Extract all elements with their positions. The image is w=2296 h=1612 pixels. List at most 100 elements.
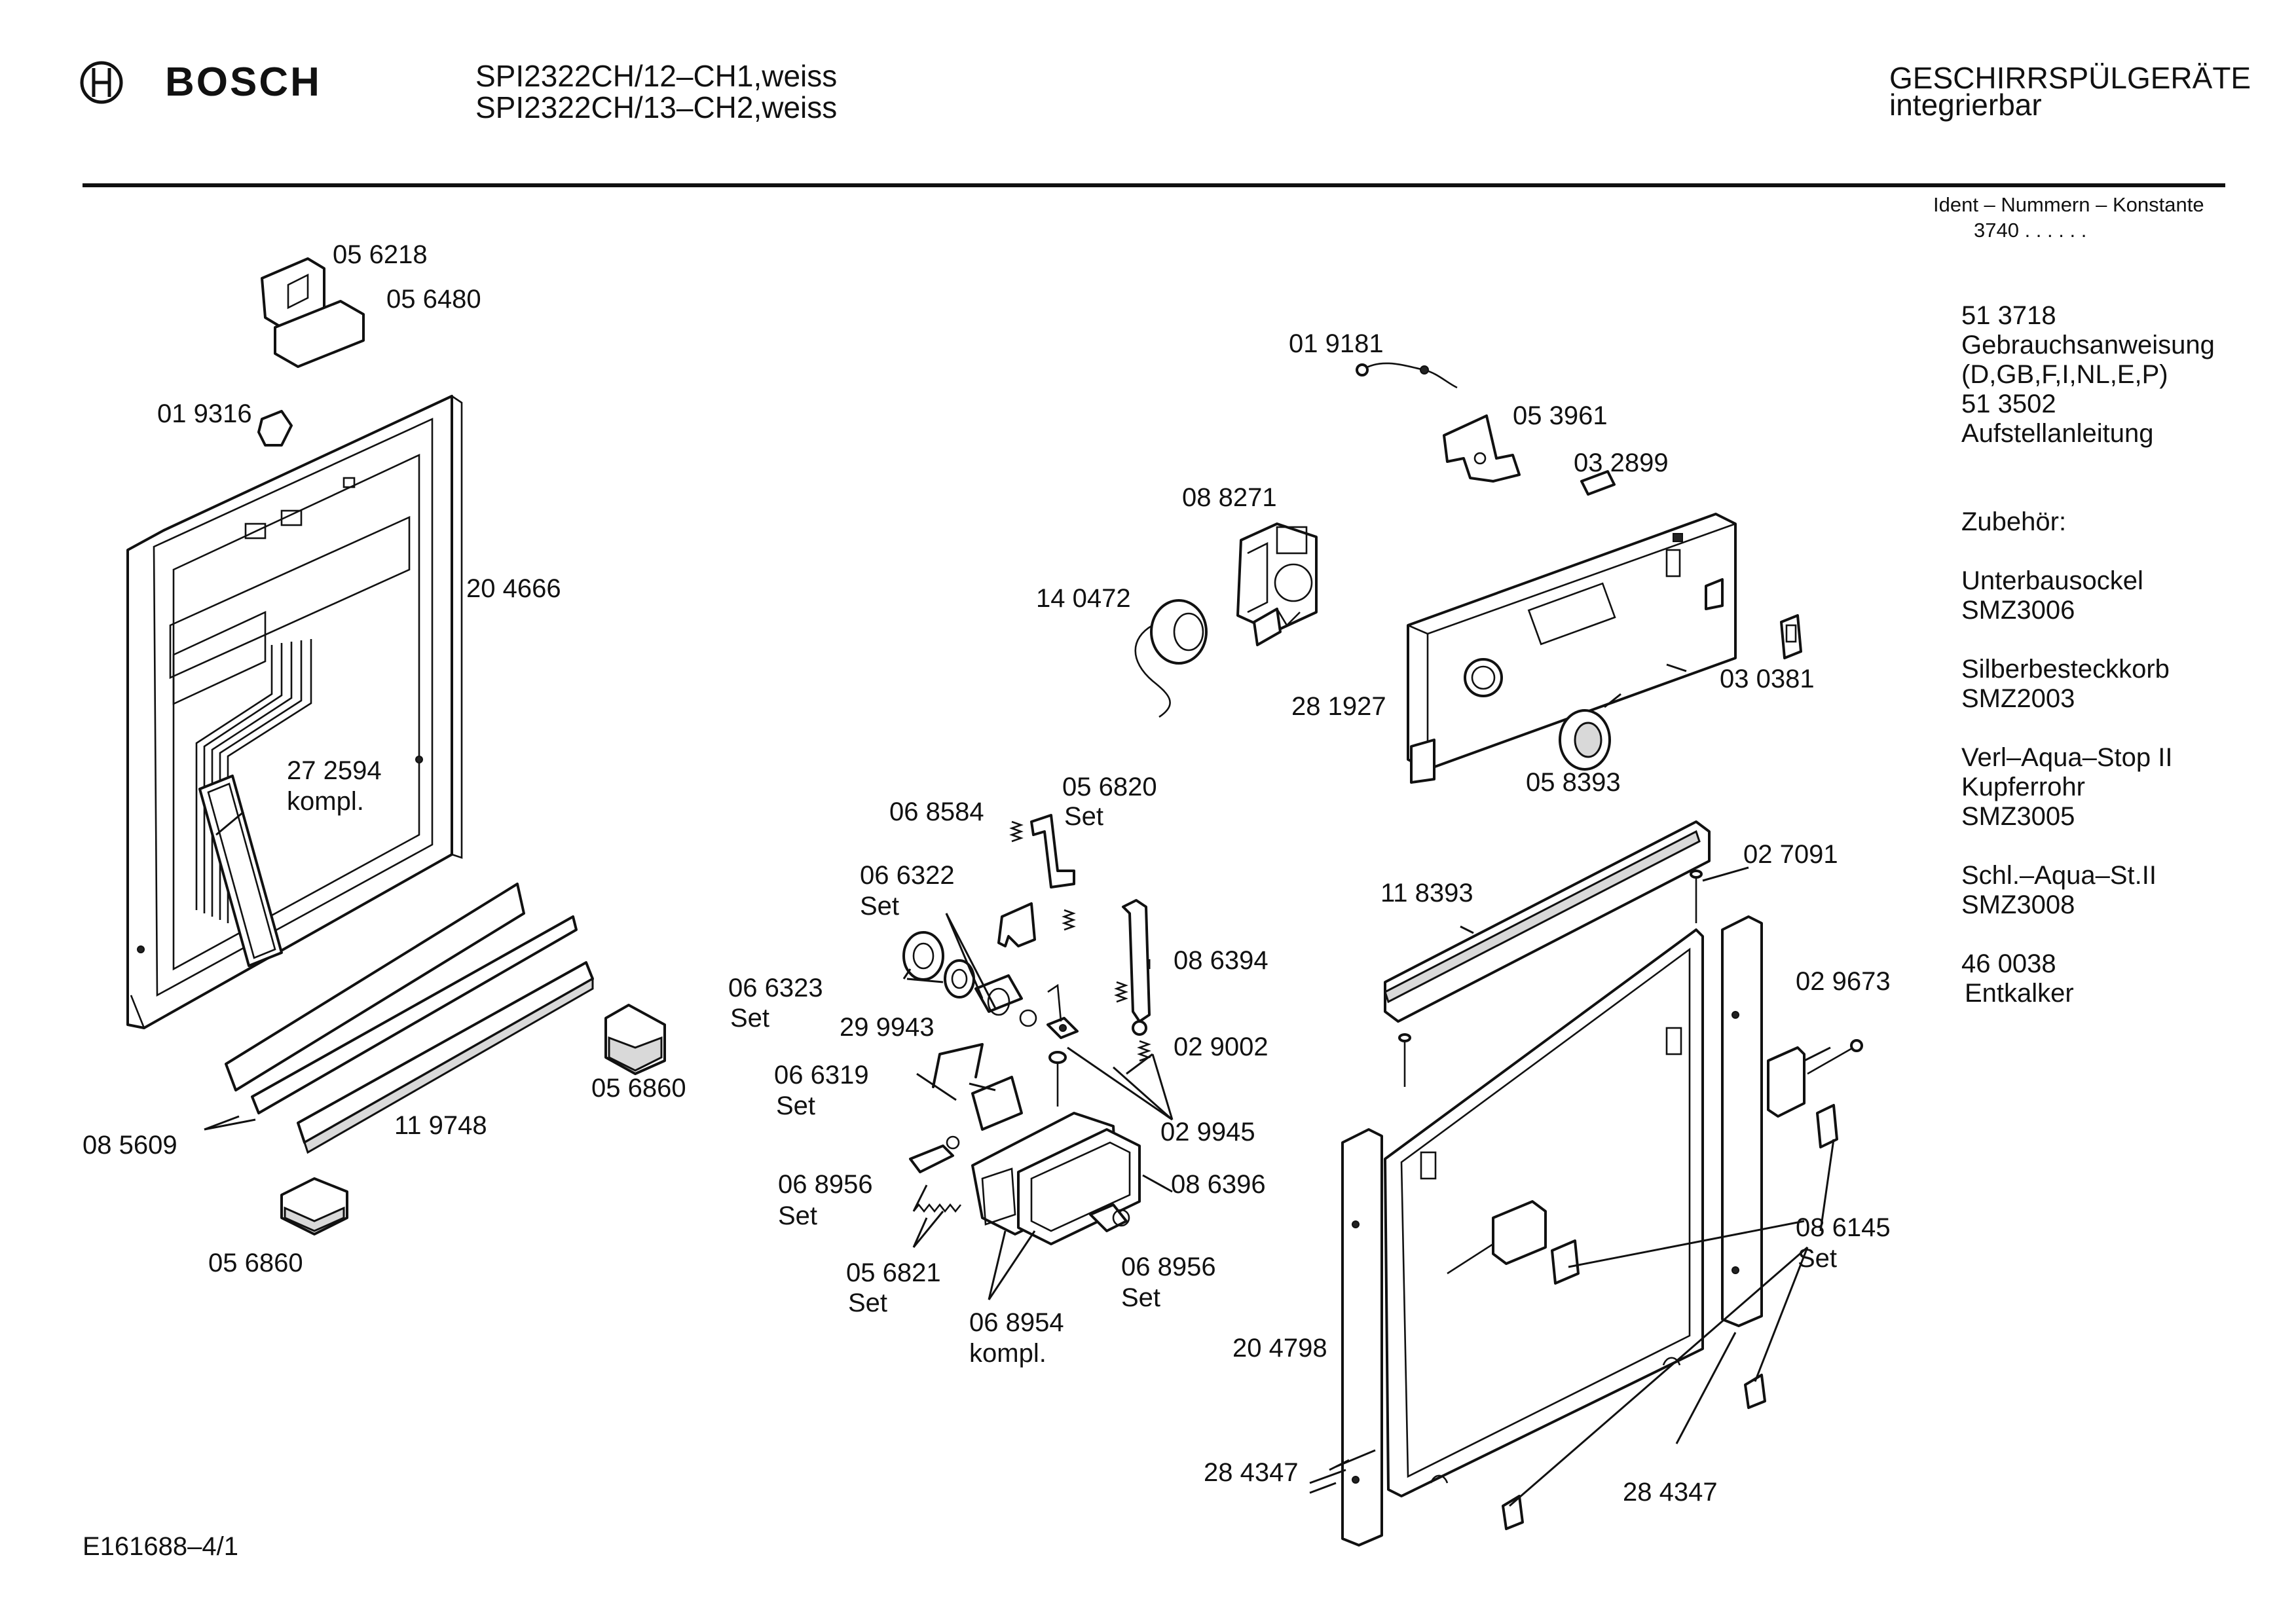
callout: 11 9748 — [394, 1111, 487, 1140]
side-strip-left — [1341, 1128, 1383, 1547]
control-panel-fascia — [1407, 513, 1737, 784]
model-line-1: SPI2322CH/12–CH1,weiss — [475, 59, 837, 93]
callout: 02 9673 — [1796, 967, 1891, 996]
callout: Set — [848, 1289, 887, 1317]
callout: 05 6218 — [333, 240, 428, 269]
hinge-bracket-top — [261, 257, 365, 368]
callout: 02 9945 — [1160, 1118, 1255, 1146]
callout: 06 8956 — [1121, 1253, 1216, 1281]
latch-clip-small — [257, 410, 293, 447]
callout: 11 8393 — [1380, 879, 1473, 907]
ident-caption: Ident – Nummern – Konstante — [1933, 193, 2204, 216]
screw-02-9945 — [1047, 983, 1067, 1107]
callout: 08 5609 — [83, 1131, 177, 1160]
callout: 28 1927 — [1291, 692, 1386, 721]
callout: 06 8584 — [889, 797, 984, 826]
callout: 05 3961 — [1513, 401, 1608, 430]
side-line: SMZ3006 — [1961, 596, 2075, 625]
bracket-08-6145-a — [1816, 1104, 1838, 1148]
callout: 03 2899 — [1574, 449, 1669, 477]
callout: 01 9181 — [1289, 329, 1384, 358]
slide-08-6394 — [1122, 899, 1151, 1036]
side-line: Schl.–Aqua–St.II — [1961, 861, 2157, 890]
cover-06-6319 — [971, 1076, 1023, 1131]
bracket-05-6820 — [1030, 814, 1075, 888]
callout: 20 4798 — [1232, 1334, 1327, 1363]
category-line-2: integrierbar — [1889, 88, 2042, 122]
catch-02-9673 — [1767, 1039, 1863, 1118]
callout: 05 6860 — [591, 1074, 686, 1103]
wire-bracket-29-9943 — [932, 1043, 984, 1088]
spring-small-icons — [1009, 820, 1151, 1062]
side-line: Silberbesteckkorb — [1961, 655, 2170, 684]
side-line: 51 3718 — [1961, 301, 2056, 330]
side-line: SMZ3005 — [1961, 802, 2075, 831]
indicator-lens — [1580, 470, 1616, 496]
callout: kompl. — [287, 787, 364, 816]
control-cover-strip — [198, 775, 283, 967]
callout: Set — [1064, 802, 1103, 831]
switch-bracket — [1443, 414, 1521, 483]
door-inner-panel — [126, 395, 463, 1029]
side-line: SMZ3008 — [1961, 890, 2075, 919]
screw-panel-left — [1398, 1033, 1411, 1087]
drawing-id: E161688–4/1 — [83, 1532, 238, 1561]
side-line: Gebrauchsanweisung — [1961, 331, 2215, 359]
spring-05-6821 — [912, 1203, 962, 1213]
trim-profile-long — [225, 883, 594, 1154]
rings-06-6323 — [902, 931, 975, 998]
leader-lines — [204, 663, 1835, 1507]
callout: 02 7091 — [1743, 840, 1838, 869]
callout: Set — [1121, 1283, 1160, 1312]
temperature-sensor-wire — [1356, 362, 1458, 389]
side-line: SMZ2003 — [1961, 684, 2075, 713]
callout: 05 8393 — [1526, 768, 1621, 797]
callout: 05 6820 — [1062, 773, 1157, 801]
callout: kompl. — [969, 1339, 1046, 1368]
hinge-catch-assembly — [1447, 1200, 1580, 1285]
callout: 06 8956 — [778, 1170, 873, 1199]
callout: 14 0472 — [1036, 584, 1131, 613]
side-line: Verl–Aqua–Stop II — [1961, 743, 2172, 772]
callout: 08 6394 — [1174, 946, 1268, 975]
side-line: Zubehör: — [1961, 507, 2066, 536]
side-strip-right — [1721, 915, 1763, 1327]
side-line: Aufstellanleitung — [1961, 419, 2154, 448]
screw-02-7091 — [1690, 870, 1703, 923]
callout: 28 4347 — [1623, 1478, 1718, 1507]
end-cap-bottom — [280, 1177, 348, 1236]
latch-hook-06-8584 — [997, 902, 1036, 947]
callout: 05 6480 — [386, 285, 481, 314]
callout: 06 6323 — [728, 974, 823, 1002]
category-line-1: GESCHIRRSPÜLGERÄTE — [1889, 61, 2251, 95]
callout: 28 4347 — [1204, 1458, 1299, 1487]
program-selector-timer — [1236, 522, 1318, 646]
callout: Set — [776, 1091, 815, 1120]
callout: 06 6322 — [860, 861, 955, 890]
model-line-2: SPI2322CH/13–CH2,weiss — [475, 90, 837, 124]
side-panel: 51 3718 Gebrauchsanweisung (D,GB,F,I,NL,… — [1961, 301, 2215, 1008]
callout: 02 9002 — [1174, 1033, 1268, 1061]
pin-06-8956-left — [909, 1135, 960, 1173]
side-line: Kupferrohr — [1961, 773, 2085, 801]
callout: 08 6396 — [1171, 1170, 1266, 1199]
ident-value: 3740 . . . . . . — [1974, 219, 2086, 242]
callout: 01 9316 — [157, 399, 252, 428]
callout: 08 6145 — [1796, 1213, 1891, 1242]
pin-06-8956-right — [1089, 1203, 1130, 1232]
bracket-08-6145-c — [1502, 1495, 1524, 1530]
clip-right-small — [1780, 614, 1802, 659]
callout: Set — [730, 1004, 769, 1033]
callout: 06 8954 — [969, 1308, 1064, 1337]
callout: 27 2594 — [287, 756, 382, 785]
end-cap-right — [604, 1004, 666, 1075]
side-line: 46 0038 — [1961, 949, 2056, 978]
side-line: (D,GB,F,I,NL,E,P) — [1961, 360, 2168, 389]
callout: Set — [860, 892, 899, 921]
callout: 05 6821 — [846, 1258, 941, 1287]
cylinder-06-6322 — [974, 974, 1037, 1027]
trim-strip-top — [1384, 820, 1711, 1023]
side-line: Unterbausockel — [1961, 566, 2143, 595]
side-line: 51 3502 — [1961, 390, 2056, 418]
